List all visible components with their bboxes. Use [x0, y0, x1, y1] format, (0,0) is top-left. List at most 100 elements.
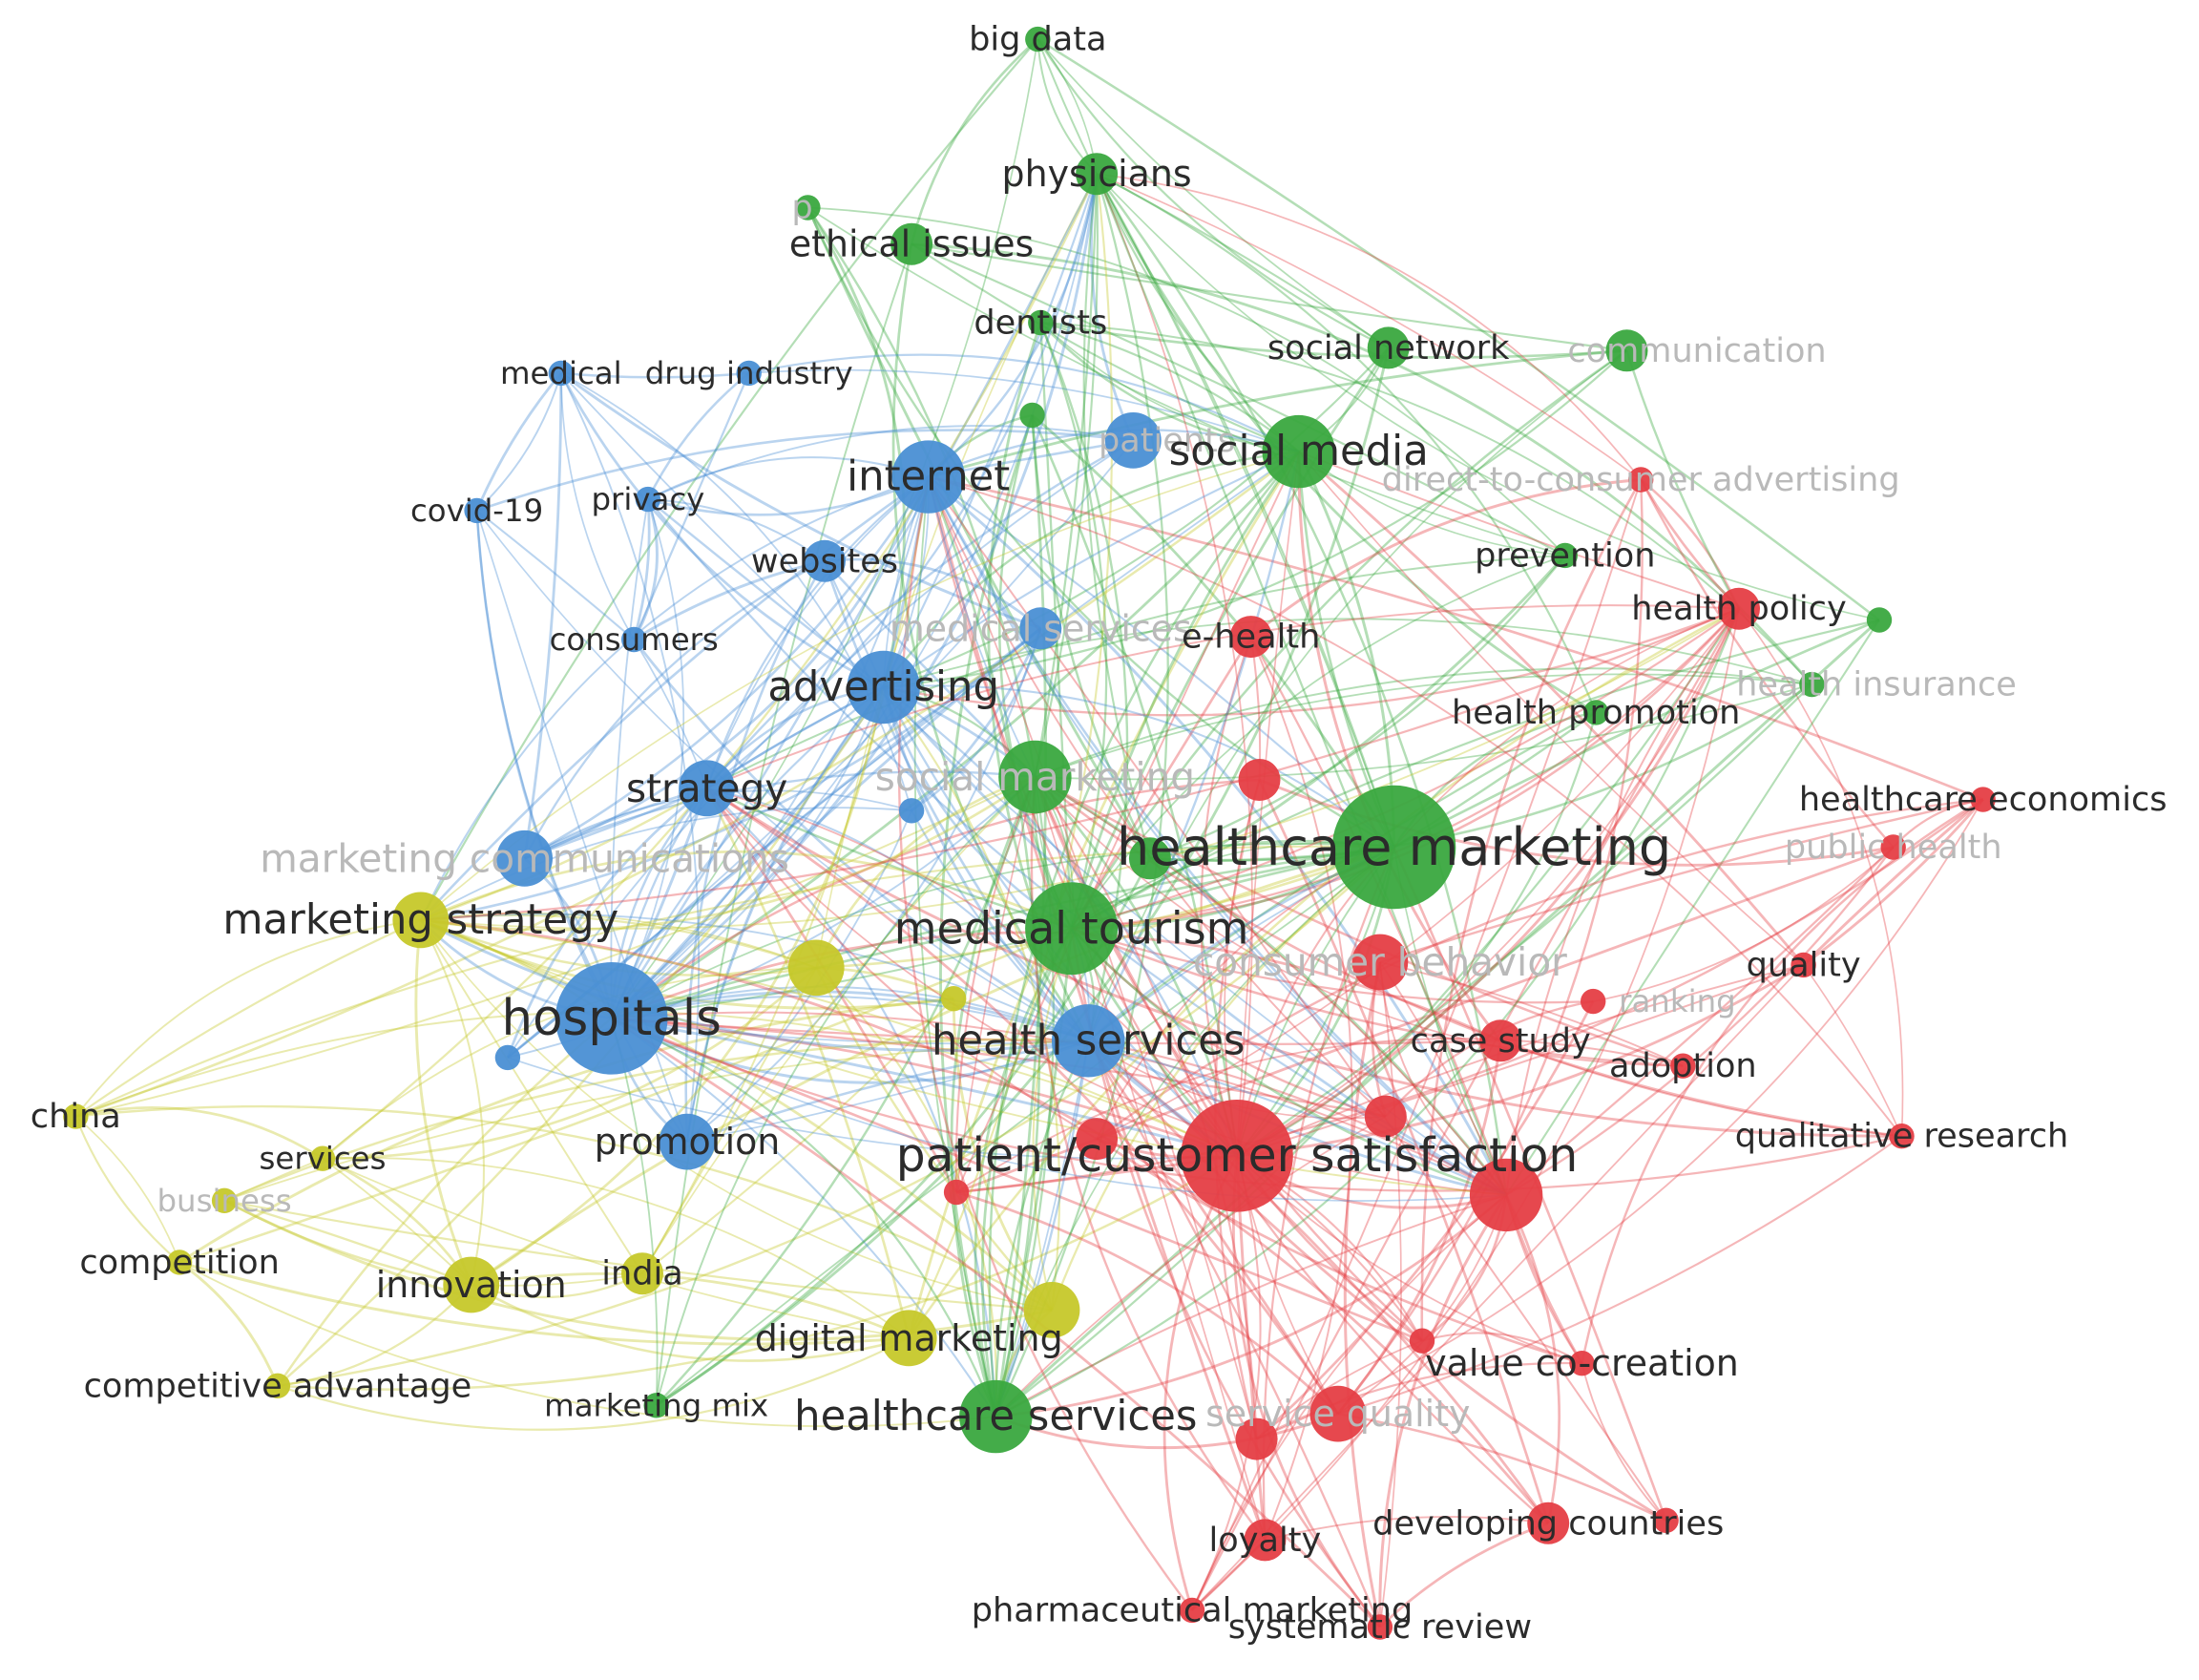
node-covid-19[interactable]: [464, 497, 490, 524]
node-drug-industry[interactable]: [736, 360, 762, 387]
node-e-health[interactable]: [1229, 616, 1272, 659]
node-ranking[interactable]: [1581, 988, 1606, 1015]
node-privacy[interactable]: [635, 486, 661, 513]
edge-digital-marketing-innovation: [471, 1272, 910, 1340]
node-social-marketing[interactable]: [998, 740, 1072, 814]
node-health-insurance[interactable]: [1799, 671, 1825, 698]
node-red-sq[interactable]: [1235, 1418, 1278, 1460]
edge-red-left-social-marketing: [954, 776, 1037, 1193]
node-medical-services[interactable]: [1019, 607, 1062, 650]
node-health-policy[interactable]: [1718, 587, 1760, 630]
edge-hospitals-health-services: [611, 1017, 1089, 1045]
node-promotion[interactable]: [659, 1113, 716, 1170]
node-india[interactable]: [621, 1252, 663, 1295]
node-internet[interactable]: [891, 440, 965, 514]
node-patient-satisfaction[interactable]: [1181, 1100, 1293, 1212]
node-p-green[interactable]: [795, 195, 821, 220]
edge-patient-satisfaction-social-media: [1236, 452, 1300, 1156]
node-websites[interactable]: [804, 539, 846, 582]
node-qualitative-research[interactable]: [1889, 1124, 1915, 1149]
node-adoption[interactable]: [1670, 1053, 1696, 1079]
node-health-promotion[interactable]: [1583, 700, 1609, 725]
node-communication[interactable]: [1605, 329, 1648, 372]
node-systematic-review[interactable]: [1367, 1614, 1393, 1640]
node-business[interactable]: [211, 1187, 238, 1214]
node-ethical-issues[interactable]: [890, 222, 933, 265]
edge-innovation-advertising: [470, 686, 886, 1287]
node-strategy[interactable]: [679, 760, 735, 817]
node-social-media[interactable]: [1262, 414, 1335, 489]
edge-innovation-marketing-strategy: [414, 919, 473, 1286]
node-unlabeled-green[interactable]: [1019, 402, 1045, 429]
node-social-network[interactable]: [1367, 326, 1410, 369]
label-medical-services: medical services: [890, 607, 1192, 649]
node-healthcare-services[interactable]: [959, 1379, 1033, 1454]
node-yellow-center[interactable]: [787, 939, 845, 997]
node-red-vc[interactable]: [1409, 1328, 1435, 1354]
node-china[interactable]: [63, 1103, 89, 1129]
node-marketing-mix[interactable]: [643, 1393, 669, 1418]
node-quality[interactable]: [1791, 952, 1816, 978]
node-physicians[interactable]: [1076, 153, 1119, 196]
node-public-health[interactable]: [1880, 834, 1906, 860]
node-green-policy[interactable]: [1866, 607, 1893, 633]
label-health-policy: health policy: [1631, 589, 1846, 628]
edge-yellow-small-india: [641, 998, 954, 1275]
edge-health-promotion-patient-satisfaction: [1236, 712, 1598, 1157]
node-dtc-advertising[interactable]: [1628, 467, 1654, 493]
edge-green-mid-health-insurance: [1149, 683, 1813, 862]
node-big-data[interactable]: [1025, 26, 1051, 52]
node-red-dc[interactable]: [1653, 1507, 1679, 1534]
node-red-small[interactable]: [1076, 1118, 1119, 1161]
node-yellow-dm[interactable]: [1023, 1282, 1080, 1338]
node-case-study[interactable]: [1479, 1019, 1522, 1062]
node-loyalty[interactable]: [1244, 1519, 1287, 1562]
node-digital-marketing[interactable]: [880, 1310, 937, 1367]
node-consumer-behavior[interactable]: [1351, 934, 1409, 991]
node-services[interactable]: [309, 1145, 336, 1171]
node-health-services[interactable]: [1052, 1004, 1125, 1078]
node-healthcare-marketing[interactable]: [1331, 785, 1456, 910]
node-red-center[interactable]: [1238, 759, 1281, 801]
edge-healthcare-services-health-services: [995, 1040, 1090, 1418]
node-yellow-small[interactable]: [941, 986, 967, 1012]
edge-public-health-red-large: [1505, 846, 1895, 1196]
edge-patient-satisfaction-quality: [1236, 963, 1804, 1157]
node-marketing-communications[interactable]: [496, 830, 553, 887]
node-medical-tourism[interactable]: [1025, 882, 1119, 976]
node-green-mid[interactable]: [1128, 837, 1171, 880]
node-developing-countries[interactable]: [1527, 1502, 1570, 1544]
node-advertising[interactable]: [847, 650, 920, 724]
node-hospitals[interactable]: [555, 962, 668, 1075]
node-medical[interactable]: [548, 360, 574, 387]
edge-digital-marketing-physicians: [908, 174, 1114, 1339]
node-red-left[interactable]: [943, 1179, 970, 1206]
node-competition[interactable]: [166, 1250, 193, 1275]
node-consumers[interactable]: [621, 626, 647, 653]
edge-physicians-social-marketing: [1034, 174, 1099, 778]
node-blue-left[interactable]: [494, 1044, 521, 1071]
node-patients[interactable]: [1104, 412, 1162, 469]
node-prevention[interactable]: [1552, 542, 1579, 569]
edge-social-network-marketing-mix: [655, 347, 1391, 1407]
node-value-co-creation[interactable]: [1569, 1351, 1595, 1376]
node-pharmaceutical-marketing[interactable]: [1179, 1597, 1205, 1624]
node-blue-small[interactable]: [898, 798, 925, 824]
node-red-mid[interactable]: [1364, 1095, 1407, 1138]
edge-marketing-strategy-strategy: [420, 787, 708, 922]
node-dentists[interactable]: [1028, 309, 1054, 336]
edge-yellow-dm-advertising: [882, 686, 1061, 1311]
edge-red-mid-healthcare-services: [995, 1115, 1387, 1418]
node-service-quality[interactable]: [1309, 1385, 1367, 1442]
edge-digital-marketing-competitive-advantage: [277, 1336, 910, 1431]
node-healthcare-economics[interactable]: [1970, 787, 1996, 812]
edge-developing-countries-internet: [927, 476, 1549, 1524]
node-red-large[interactable]: [1469, 1158, 1543, 1232]
edge-blue-small-medical-services: [911, 627, 1042, 812]
edge-healthcare-marketing-hospitals: [611, 843, 1394, 1019]
edge-health-insurance-social-marketing: [1035, 683, 1812, 781]
node-competitive-advantage[interactable]: [264, 1373, 291, 1399]
node-marketing-strategy[interactable]: [392, 892, 450, 949]
node-innovation[interactable]: [443, 1256, 500, 1313]
edge-patient-satisfaction-physicians: [1096, 173, 1253, 1156]
